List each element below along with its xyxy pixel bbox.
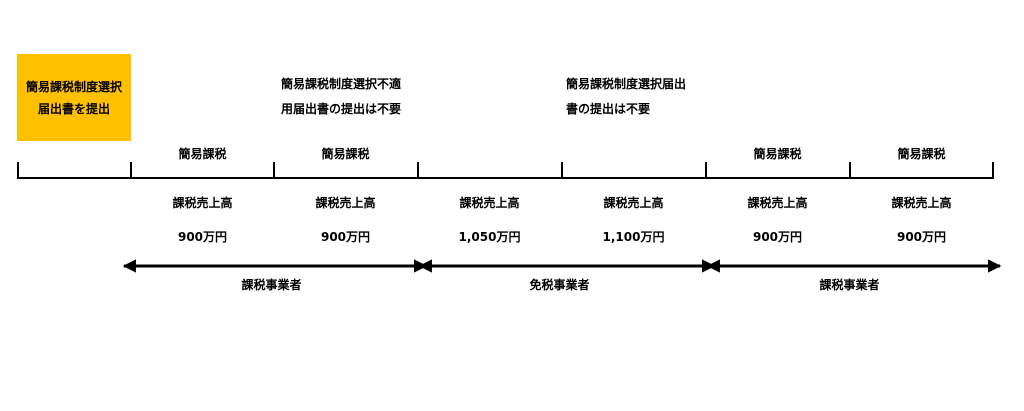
period-sales-value: 900万円 [896, 230, 947, 244]
period-sales-value: 900万円 [320, 230, 371, 244]
highlight-note-line1: 簡易課税制度選択 [25, 79, 122, 94]
period-sales-label: 課税売上高 [603, 196, 664, 210]
period-method: 簡易課税 [321, 147, 370, 161]
status-label-exempt: 免税事業者 [529, 278, 590, 292]
period-sales-label: 課税売上高 [315, 196, 376, 210]
period-sales-label: 課税売上高 [459, 196, 520, 210]
period-sales-value: 900万円 [752, 230, 803, 244]
period-method: 簡易課税 [178, 147, 227, 161]
period-sales-label: 課税売上高 [747, 196, 808, 210]
period-sales-value: 900万円 [177, 230, 228, 244]
note-not-applicable: 簡易課税制度選択不適 用届出書の提出は不要 [281, 72, 401, 122]
timeline-ticks [17, 162, 994, 179]
period-sales-label: 課税売上高 [172, 196, 233, 210]
highlight-note-box: 簡易課税制度選択 届出書を提出 [17, 54, 131, 141]
period-sales-label: 課税売上高 [891, 196, 952, 210]
note-selection: 簡易課税制度選択届出 書の提出は不要 [566, 72, 686, 122]
period-method: 簡易課税 [897, 147, 946, 161]
period-method: 簡易課税 [753, 147, 802, 161]
note-not-applicable-line1: 簡易課税制度選択不適 [281, 77, 402, 91]
note-selection-line2: 書の提出は不要 [566, 102, 651, 116]
period-sales-value: 1,100万円 [602, 230, 665, 244]
highlight-note-line2: 届出書を提出 [37, 101, 110, 116]
status-label-taxable-1: 課税事業者 [241, 278, 302, 292]
note-not-applicable-line2: 用届出書の提出は不要 [281, 102, 402, 116]
status-label-taxable-2: 課税事業者 [819, 278, 880, 292]
note-selection-line1: 簡易課税制度選択届出 [566, 77, 687, 91]
period-sales-value: 1,050万円 [458, 230, 521, 244]
